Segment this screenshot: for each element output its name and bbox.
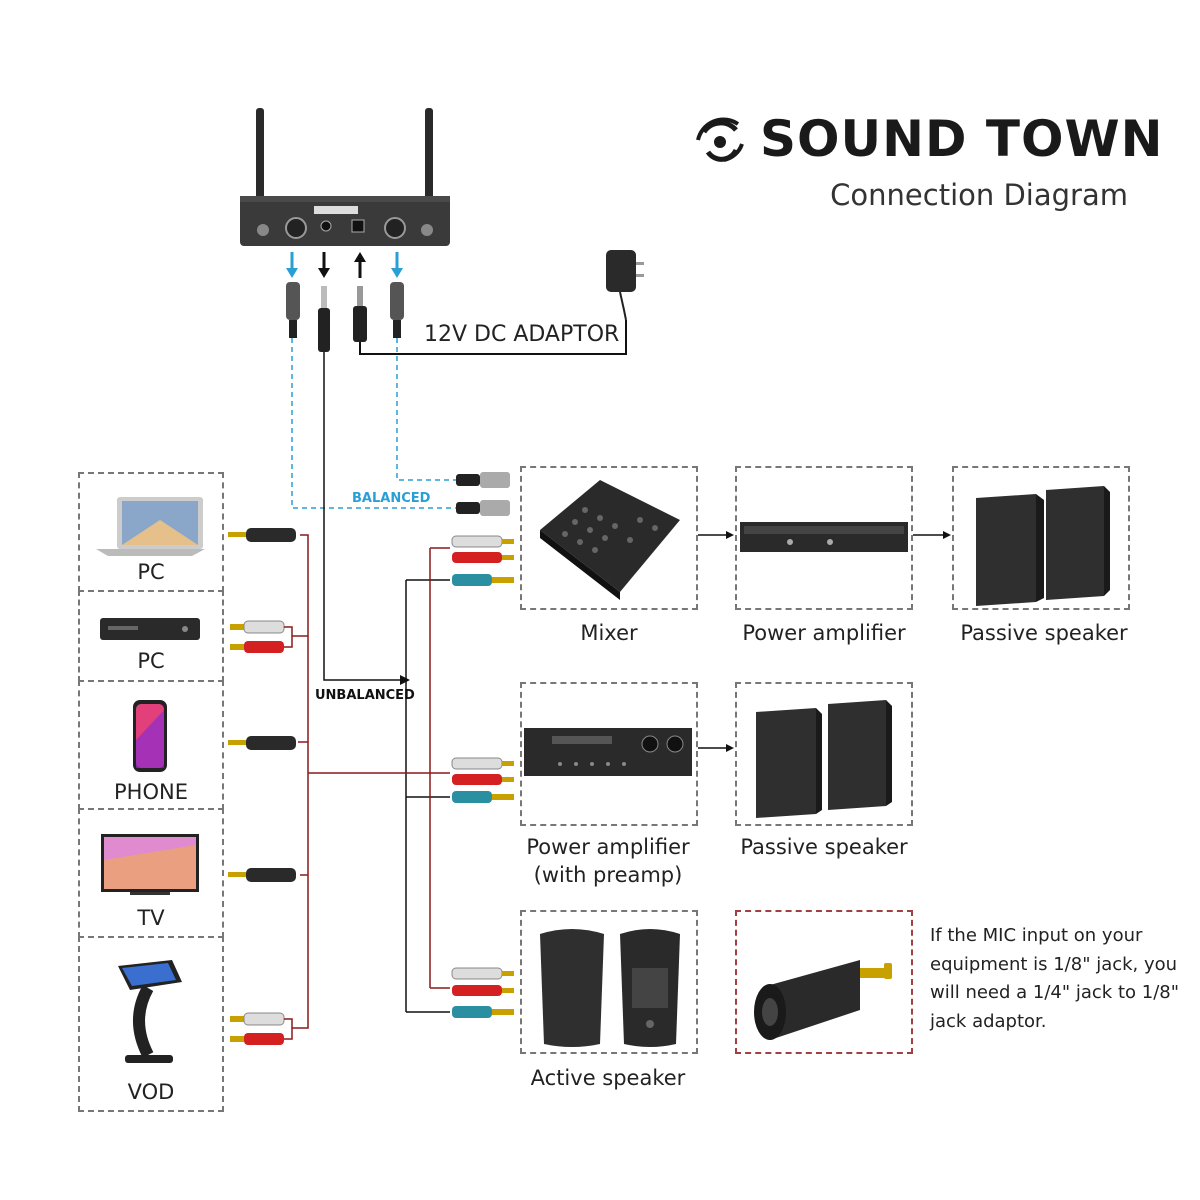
power-amplifier-icon: [740, 522, 908, 552]
active-speaker-icon: [540, 929, 680, 1047]
xlr-plug-left: [286, 282, 300, 338]
unbalanced-label: UNBALANCED: [315, 688, 415, 703]
aux-plug-tv: [228, 868, 296, 882]
rca-plugs-vod: [230, 1012, 293, 1045]
source-signal-lines: [292, 534, 450, 1029]
balanced-line-right: [396, 338, 460, 481]
preamp-label-line2: (with preamp): [533, 863, 683, 887]
aux-plug-pc: [228, 528, 296, 542]
dc-adaptor-icon: [606, 250, 644, 321]
diagram-subtitle: Connection Diagram: [830, 178, 1128, 212]
mixer-icon: [540, 480, 680, 600]
quarter-inch-plug: [318, 286, 330, 352]
chain-arrows: [698, 534, 945, 749]
unbalanced-line: [323, 352, 406, 681]
passive-speaker-box-1: [952, 466, 1130, 610]
preamp-amplifier-icon: [524, 728, 692, 776]
active-speaker-box: [520, 910, 698, 1054]
source-label-phone: PHONE: [114, 780, 188, 804]
preamp-inputs: [451, 757, 514, 803]
balanced-line-left: [291, 338, 460, 509]
brand-header: SOUND TOWN: [690, 110, 1162, 170]
source-label-pc: PC: [137, 560, 165, 584]
laptop-icon: [96, 497, 205, 556]
passive-speaker-pair-2: [756, 700, 892, 818]
dvd-player-icon: [100, 618, 200, 640]
active-speaker-inputs: [451, 967, 514, 1018]
sound-town-logo-icon: [696, 117, 744, 162]
aux-plug-phone: [228, 736, 296, 750]
passive-speaker-pair-1: [976, 486, 1110, 606]
preamp-label-line1: Power amplifier: [526, 835, 690, 859]
tv-icon: [101, 834, 199, 895]
phone-icon: [133, 700, 167, 772]
receiver-arrows: [286, 252, 403, 278]
brand-name: SOUND TOWN: [760, 110, 1164, 168]
mixer-inputs: [451, 535, 514, 586]
adaptor-box: [735, 910, 913, 1054]
passive-speaker-box-2: [735, 682, 913, 826]
source-label-vod: VOD: [127, 1080, 175, 1104]
mixer-label: Mixer: [580, 621, 638, 645]
source-box-vod: [78, 936, 224, 1112]
xlr-plug-mixer-1: [456, 472, 510, 488]
wireless-receiver: [240, 108, 450, 246]
power-amp-box: [735, 466, 913, 610]
source-label-pc2: PC: [137, 649, 165, 673]
dc-plug: [353, 286, 367, 342]
preamp-box: [520, 682, 698, 826]
kiosk-icon: [118, 960, 182, 1063]
xlr-plug-mixer-2: [456, 500, 510, 516]
passive-speaker-label-1: Passive speaker: [960, 621, 1128, 645]
power-amp-label: Power amplifier: [742, 621, 906, 645]
passive-speaker-label-2: Passive speaker: [740, 835, 908, 859]
jack-adaptor-icon: [754, 960, 892, 1040]
balanced-label: BALANCED: [352, 491, 431, 506]
rca-plugs-pc2: [230, 620, 293, 653]
source-label-tv: TV: [137, 906, 165, 930]
adaptor-note: If the MIC input on your equipment is 1/…: [930, 925, 1179, 1032]
xlr-plug-right: [390, 282, 404, 338]
mixer-box: [520, 466, 698, 610]
active-speaker-label: Active speaker: [530, 1066, 686, 1090]
dc-adaptor-label: 12V DC ADAPTOR: [424, 322, 620, 347]
